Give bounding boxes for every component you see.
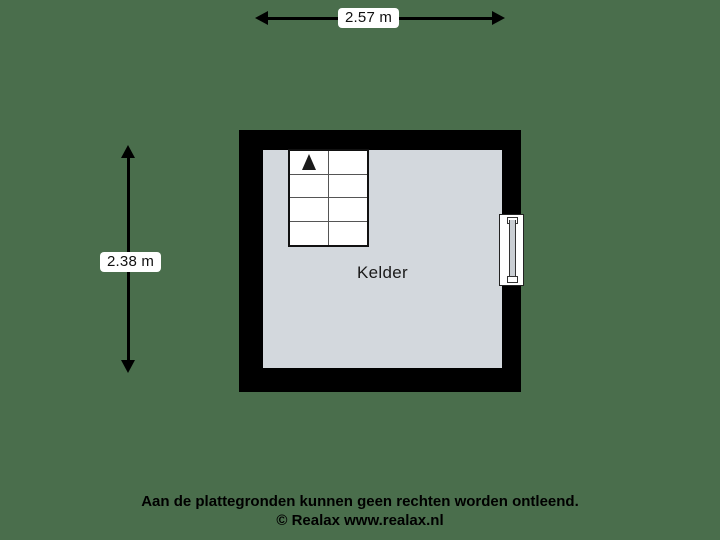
stair-step [290, 174, 329, 198]
horizontal-dimension-label: 2.57 m [338, 8, 400, 28]
stair-step [290, 151, 329, 175]
arrow-up-icon [121, 145, 135, 158]
footer-line-2: © Realax www.realax.nl [276, 512, 444, 529]
window-frame-bottom [507, 276, 518, 283]
window-pane [509, 220, 516, 280]
window [499, 214, 524, 286]
stair-step [328, 175, 367, 198]
stair-step [328, 151, 367, 175]
stair-step [290, 221, 329, 245]
arrow-right-icon [492, 11, 505, 25]
footer-disclaimer: Aan de plattegronden kunnen geen rechten… [0, 492, 720, 530]
footer-line-1: Aan de plattegronden kunnen geen rechten… [141, 493, 579, 510]
staircase [288, 149, 369, 247]
up-arrow-icon [301, 154, 316, 171]
vertical-dimension-label: 2.38 m [100, 252, 162, 272]
arrow-down-icon [121, 360, 135, 373]
stair-step [329, 222, 368, 246]
room-label: Kelder [357, 263, 408, 282]
stair-step [328, 198, 367, 222]
stair-step [290, 198, 329, 222]
